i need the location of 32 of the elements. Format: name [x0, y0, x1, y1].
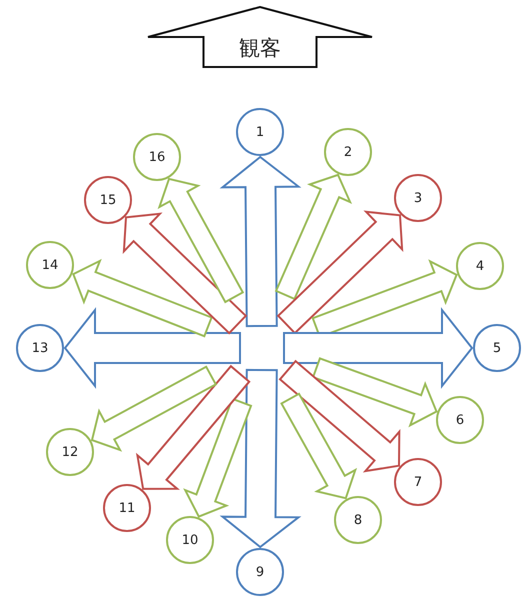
block-arrow	[158, 178, 244, 304]
block-arrow	[276, 210, 404, 335]
block-arrow	[72, 258, 213, 338]
block-arrow	[136, 364, 251, 490]
block-arrow	[283, 307, 474, 389]
number-circle: 9	[236, 548, 284, 596]
number-circle: 11	[103, 484, 151, 532]
number-circle: 12	[46, 428, 94, 476]
number-circle: 13	[16, 324, 64, 372]
number-circle: 4	[456, 242, 504, 290]
number-circle: 14	[26, 241, 74, 289]
number-circle: 3	[394, 174, 442, 222]
number-circle: 15	[84, 176, 132, 224]
block-arrow	[280, 392, 358, 500]
block-arrow	[220, 368, 302, 548]
block-arrow	[90, 365, 218, 452]
number-circle: 7	[394, 458, 442, 506]
block-arrow-sign: 観客	[147, 6, 373, 68]
block-arrow	[274, 174, 352, 300]
block-arrow	[64, 307, 241, 389]
number-circle: 10	[166, 516, 214, 564]
block-arrow	[122, 212, 248, 335]
block-arrow	[312, 357, 438, 428]
number-circle: 2	[324, 128, 372, 176]
block-arrow	[220, 156, 302, 328]
block-arrow	[278, 360, 400, 473]
number-circle: 6	[436, 396, 484, 444]
number-circle: 5	[473, 324, 521, 372]
number-circle: 16	[133, 133, 181, 181]
number-circle: 1	[236, 108, 284, 156]
block-arrow	[183, 398, 252, 518]
number-circle: 8	[334, 496, 382, 544]
